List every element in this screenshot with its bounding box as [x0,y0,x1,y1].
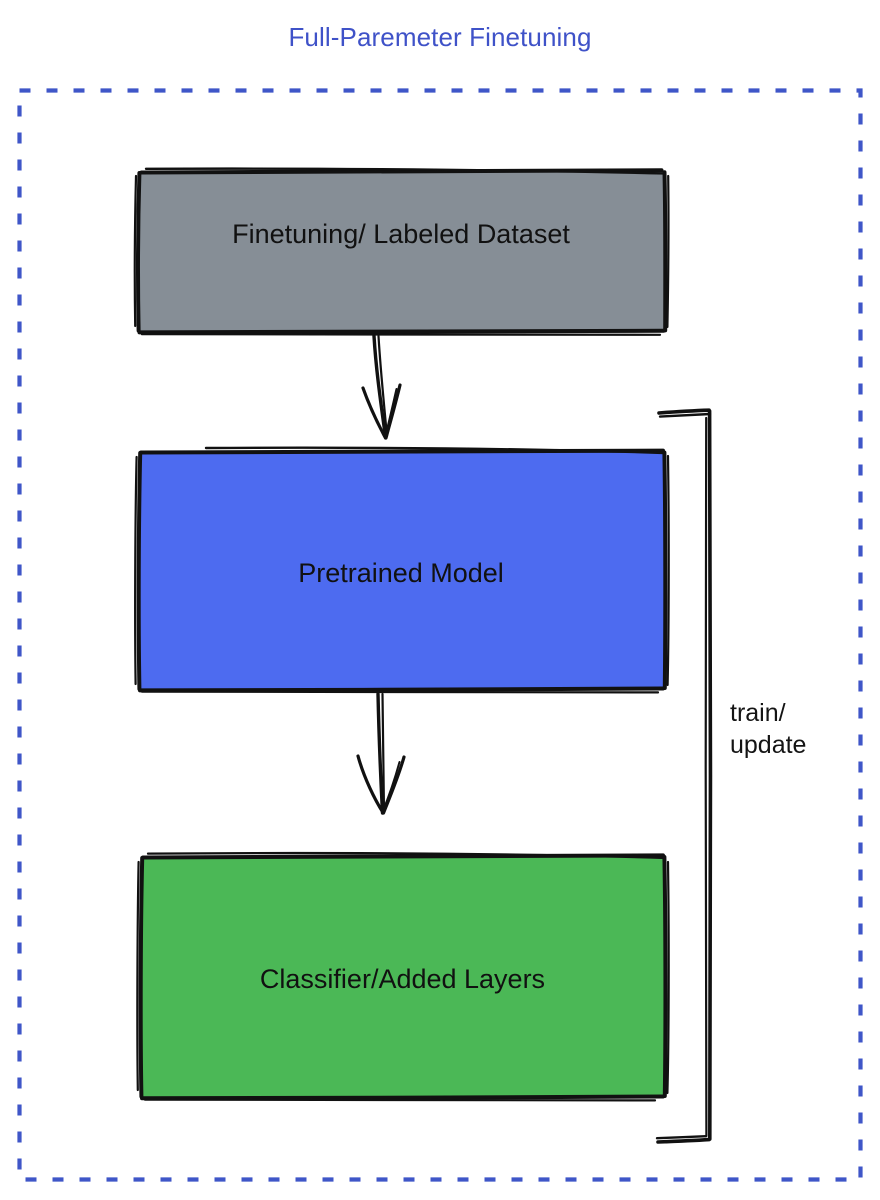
node-classifier[interactable] [136,851,670,1103]
node-pretrained-edge-right-a [662,450,668,690]
edge-dataset-to-pretrained-head-right2 [384,388,398,439]
node-dataset-fill [138,170,666,332]
node-dataset-edge-bottom-b [140,333,662,337]
edge-feedback-label-line-2: update [730,731,807,759]
edge-pretrained-to-classifier [356,692,406,815]
node-pretrained-edge-top-b [204,446,667,455]
node-classifier-edge-left-b [136,860,140,1092]
node-dataset-edge-left-b [133,174,138,328]
edge-feedback-label: train/update [730,697,870,761]
edge-feedback-label-line-1: train/ [730,699,786,727]
feedback-top-segment-b [658,412,712,418]
node-dataset-edge-left-a [136,171,142,333]
page-title: Full-Paremeter Finetuning [288,22,592,52]
node-dataset-edge-right-b [666,174,670,329]
feedback-vertical-segment-b [704,416,708,1138]
node-classifier-edge-right-b [666,860,670,1095]
node-pretrained-edge-left-a [136,451,143,691]
edge-pretrained-to-classifier-shaft-b [381,692,386,814]
node-pretrained-fill [139,450,665,690]
edge-pretrained-to-classifier-head-right2 [381,761,401,813]
edge-dataset-to-pretrained-head-right [384,383,402,440]
node-pretrained-edge-bottom-b [140,690,660,695]
node-classifier-edge-left-a [138,856,145,1099]
node-classifier-fill [141,855,665,1098]
node-dataset-edge-right-a [662,170,668,333]
edge-dataset-to-pretrained-shaft-b [377,334,389,438]
node-classifier-label: Classifier/Added Layers [259,964,546,994]
feedback-top-segment-a [657,408,711,415]
node-dataset-edge-top-b [144,167,665,175]
edge-pretrained-to-classifier-head-left [356,754,385,815]
node-dataset[interactable] [133,167,670,337]
node-pretrained-label: Pretrained Model [298,558,504,588]
dashed-frame-rect [17,88,863,1182]
edge-dataset-to-pretrained-shaft-a [372,334,388,439]
edge-pretrained-to-classifier-shaft-a [376,692,385,815]
node-classifier-edge-top-b [146,851,667,860]
node-classifier-edge-right-a [662,855,668,1098]
node-classifier-edge-bottom-a [140,1094,665,1101]
feedback-vertical-segment-a [707,409,713,1141]
node-pretrained-edge-right-b [666,454,670,687]
edge-dataset-to-pretrained-head-left [361,386,388,440]
node-pretrained[interactable] [134,446,670,695]
edge-dataset-to-pretrained [361,334,402,440]
node-pretrained-edge-bottom-a [138,686,665,693]
feedback-bottom-segment-b [655,1135,708,1140]
edge-pretrained-to-classifier-head-right [381,755,406,815]
dashed-frame [17,88,863,1182]
node-classifier-edge-bottom-b [143,1098,657,1103]
node-dataset-label: Finetuning/ Labeled Dataset [232,219,570,249]
node-pretrained-edge-left-b [134,455,138,686]
edge-classifier-to-pretrained-feedback [655,408,713,1144]
feedback-bottom-segment-a [656,1137,711,1144]
node-dataset-edge-bottom-a [137,328,666,335]
